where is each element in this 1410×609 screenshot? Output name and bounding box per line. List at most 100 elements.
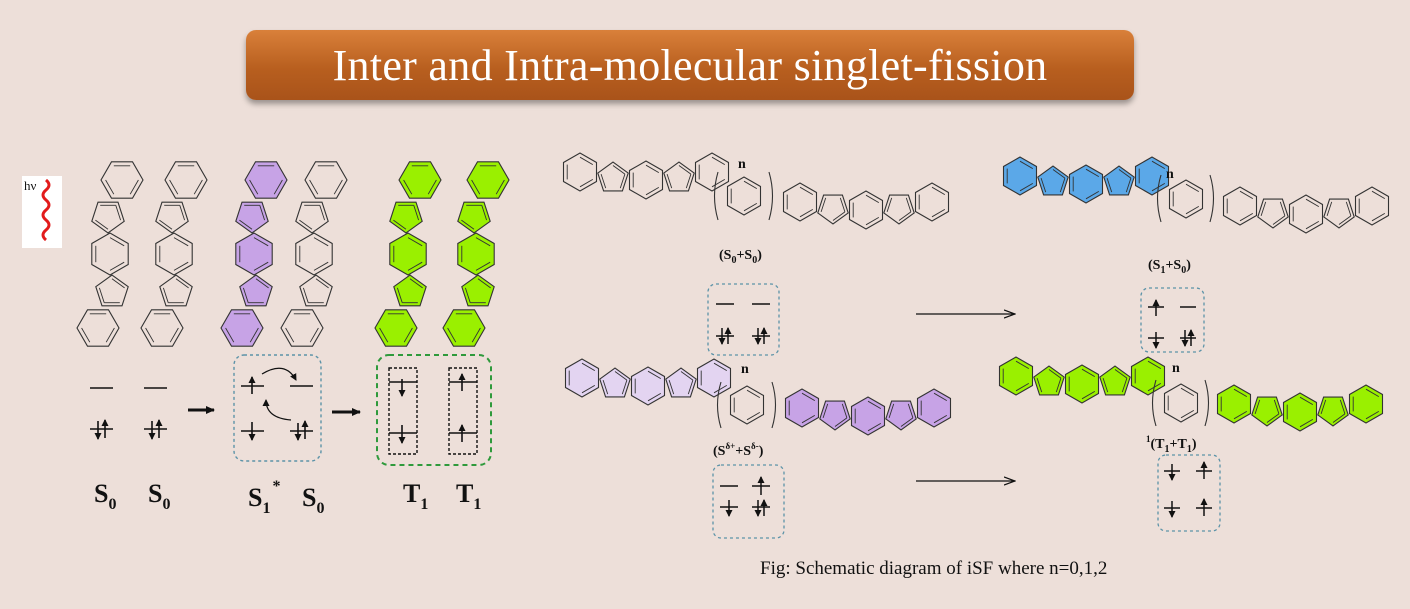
molecule-s0s0-right-ring-1-double-bond [832, 211, 846, 221]
molecule-tt-right-ring-0 [1216, 384, 1252, 424]
molecule-s1s0-right-ring-1 [1257, 198, 1289, 229]
bridge-phenyl-2-double-bond [1185, 206, 1200, 215]
molecule-ct-left-ring-3-double-bond [680, 371, 694, 381]
molecule-tt-right-ring-4 [1348, 384, 1384, 424]
molecule-s0-c-ring-bottom [280, 309, 324, 347]
molecule-ct-left-ring-4 [696, 358, 732, 398]
bridge-phenyl-3-double-bond [746, 389, 761, 398]
molecule-s0-a-ring-pent1 [91, 201, 125, 234]
molecule-s0s0-right-ring-3-double-bond [905, 197, 912, 213]
molecule-s1s0-left-ring-0-double-bond [1019, 160, 1034, 169]
photon-label: hν [24, 178, 37, 193]
molecule-s0s0-right-ring-4-double-bond [931, 209, 946, 218]
molecule-s1s0-right-ring-3-double-bond [1326, 201, 1333, 217]
molecule-s1s0-right-ring-4-double-bond [1371, 213, 1386, 222]
molecule-s1-ring-bottom-double-bond [225, 327, 235, 343]
molecule-s0s0-left-ring-2-double-bond [645, 164, 660, 173]
molecule-s0-a-ring-top [100, 161, 144, 199]
molecule-s0-a-ring-top-double-bond [129, 179, 139, 195]
molecule-s0-a-ring-bottom [76, 309, 120, 347]
molecule-s0-c-ring-pent1-double-bond [319, 205, 326, 221]
state-label-t1-b: T1 [456, 479, 481, 513]
molecule-t1-b-ring-bottom-double-bond [447, 327, 457, 343]
molecule-ct-right-ring-0 [784, 388, 820, 428]
molecule-ct-right-ring-3-double-bond [888, 403, 895, 419]
molecule-s0-b-ring-pent2 [159, 274, 193, 307]
molecule-s0-c-ring-pent2 [299, 274, 333, 307]
molecule-tt-right-ring-2-double-bond [1299, 419, 1314, 428]
state-label-s0-b: S0 [148, 479, 170, 513]
molecule-s1-ring-pent2-double-bond [242, 287, 249, 303]
bridge-phenyl-3-double-bond [746, 412, 761, 421]
molecule-tt-left-ring-1 [1033, 365, 1065, 396]
molecule-s1-ring-pent1-double-bond [259, 205, 266, 221]
molecule-s1s0-right-ring-3-double-bond [1345, 201, 1352, 217]
state-label-tt: 1(T1+T1) [1146, 434, 1197, 455]
molecule-ct-right-ring-4 [916, 388, 952, 428]
molecule-s0s0-right-ring-1 [817, 194, 849, 225]
molecule-ct-right-ring-1-double-bond [822, 403, 829, 419]
molecule-s0-b-ring-top-double-bond [193, 179, 203, 195]
molecule-t1-b-ring-pent2-double-bond [464, 287, 471, 303]
molecule-tt-right-ring-3-double-bond [1332, 413, 1346, 423]
molecule-t1-b-ring-pent1-double-bond [461, 219, 475, 230]
molecule-s0s0-left-ring-2-double-bond [645, 187, 660, 196]
molecule-ct-right-ring-0-double-bond [801, 392, 816, 401]
state-label-ct: (Sδ++Sδ-) [713, 441, 764, 459]
molecule-ct-right-ring-4-double-bond [933, 415, 948, 424]
molecule-t1-a-ring-bottom-double-bond [403, 327, 413, 343]
molecule-t1-b-ring-top-double-bond [471, 179, 481, 195]
molecule-s0s0-right-ring-4 [914, 182, 950, 222]
molecule-ct-left-ring-2-double-bond [647, 370, 662, 379]
molecule-s0-b-ring-mid-double-bond [173, 261, 189, 271]
levels-box-ct [712, 464, 785, 539]
molecule-ct-left-ring-1-double-bond [602, 379, 609, 395]
molecule-ct-right-ring-0-double-bond [801, 415, 816, 424]
s1-s0-box [233, 354, 322, 462]
molecule-s0-b-ring-top [164, 161, 208, 199]
molecule-t1-b-ring-mid-double-bond [475, 261, 491, 271]
molecule-t1-a-ring-top [398, 161, 442, 199]
molecule-s0s0-left-ring-0-double-bond [579, 179, 594, 188]
molecule-s1s0-left-ring-4-double-bond [1151, 160, 1166, 169]
t1-t1-box [376, 354, 492, 466]
molecule-s0s0-left-ring-4 [694, 152, 730, 192]
molecule-s1s0-right-ring-1-double-bond [1279, 201, 1286, 217]
levels-box-s1s0 [1140, 287, 1205, 353]
molecule-tt-right-ring-2-double-bond [1299, 396, 1314, 405]
molecule-t1-b-ring-pent2 [461, 274, 495, 307]
molecule-s1s0-right-ring-0 [1222, 186, 1258, 226]
molecule-t1-b-ring-bottom [442, 309, 486, 347]
molecule-s1s0-right-ring-2-double-bond [1305, 198, 1320, 207]
molecule-ct-left-ring-3-double-bond [668, 379, 675, 395]
molecule-tt-left-ring-3-double-bond [1121, 377, 1128, 393]
molecule-s0-a-ring-pent2-double-bond [111, 278, 125, 289]
molecule-ct-left-ring-0-double-bond [581, 362, 596, 371]
molecule-s1s0-right-ring-0-double-bond [1239, 213, 1254, 222]
molecule-tt-right-ring-2 [1282, 392, 1318, 432]
molecule-ct-right-ring-2-double-bond [867, 400, 882, 409]
molecule-tt-right-ring-3-double-bond [1320, 399, 1327, 415]
molecule-s0-a-ring-pent2-double-bond [98, 287, 105, 303]
molecule-ct-left-ring-4-double-bond [713, 385, 728, 394]
bridge-phenyl-2-double-bond [1185, 183, 1200, 192]
figure-caption: Fig: Schematic diagram of iSF where n=0,… [760, 558, 1108, 579]
n-label-1: n [738, 157, 746, 172]
molecule-ct-left-ring-1-double-bond [614, 371, 628, 381]
molecule-s1s0-right-ring-1-double-bond [1260, 201, 1267, 217]
molecule-s0s0-left-ring-0 [562, 152, 598, 192]
molecule-s0-b-ring-top-double-bond [169, 179, 179, 195]
molecule-s1-ring-pent1-double-bond [239, 219, 253, 230]
molecule-ct-left-ring-3 [665, 367, 697, 398]
molecule-s1-ring-mid-double-bond [253, 261, 269, 271]
molecule-t1-a-ring-pent2-double-bond [409, 278, 423, 289]
molecule-tt-left-ring-2 [1064, 364, 1100, 404]
molecule-t1-a-ring-bottom-double-bond [379, 327, 389, 343]
molecule-s0-c-ring-pent1 [295, 201, 329, 234]
molecule-ct-left-ring-1-double-bond [621, 379, 628, 395]
molecule-s0s0-left-ring-4-double-bond [711, 179, 726, 188]
molecule-s0-b-ring-pent1-double-bond [159, 219, 173, 230]
molecule-s1s0-right-ring-2 [1288, 194, 1324, 234]
molecule-ct-left-ring-0 [564, 358, 600, 398]
